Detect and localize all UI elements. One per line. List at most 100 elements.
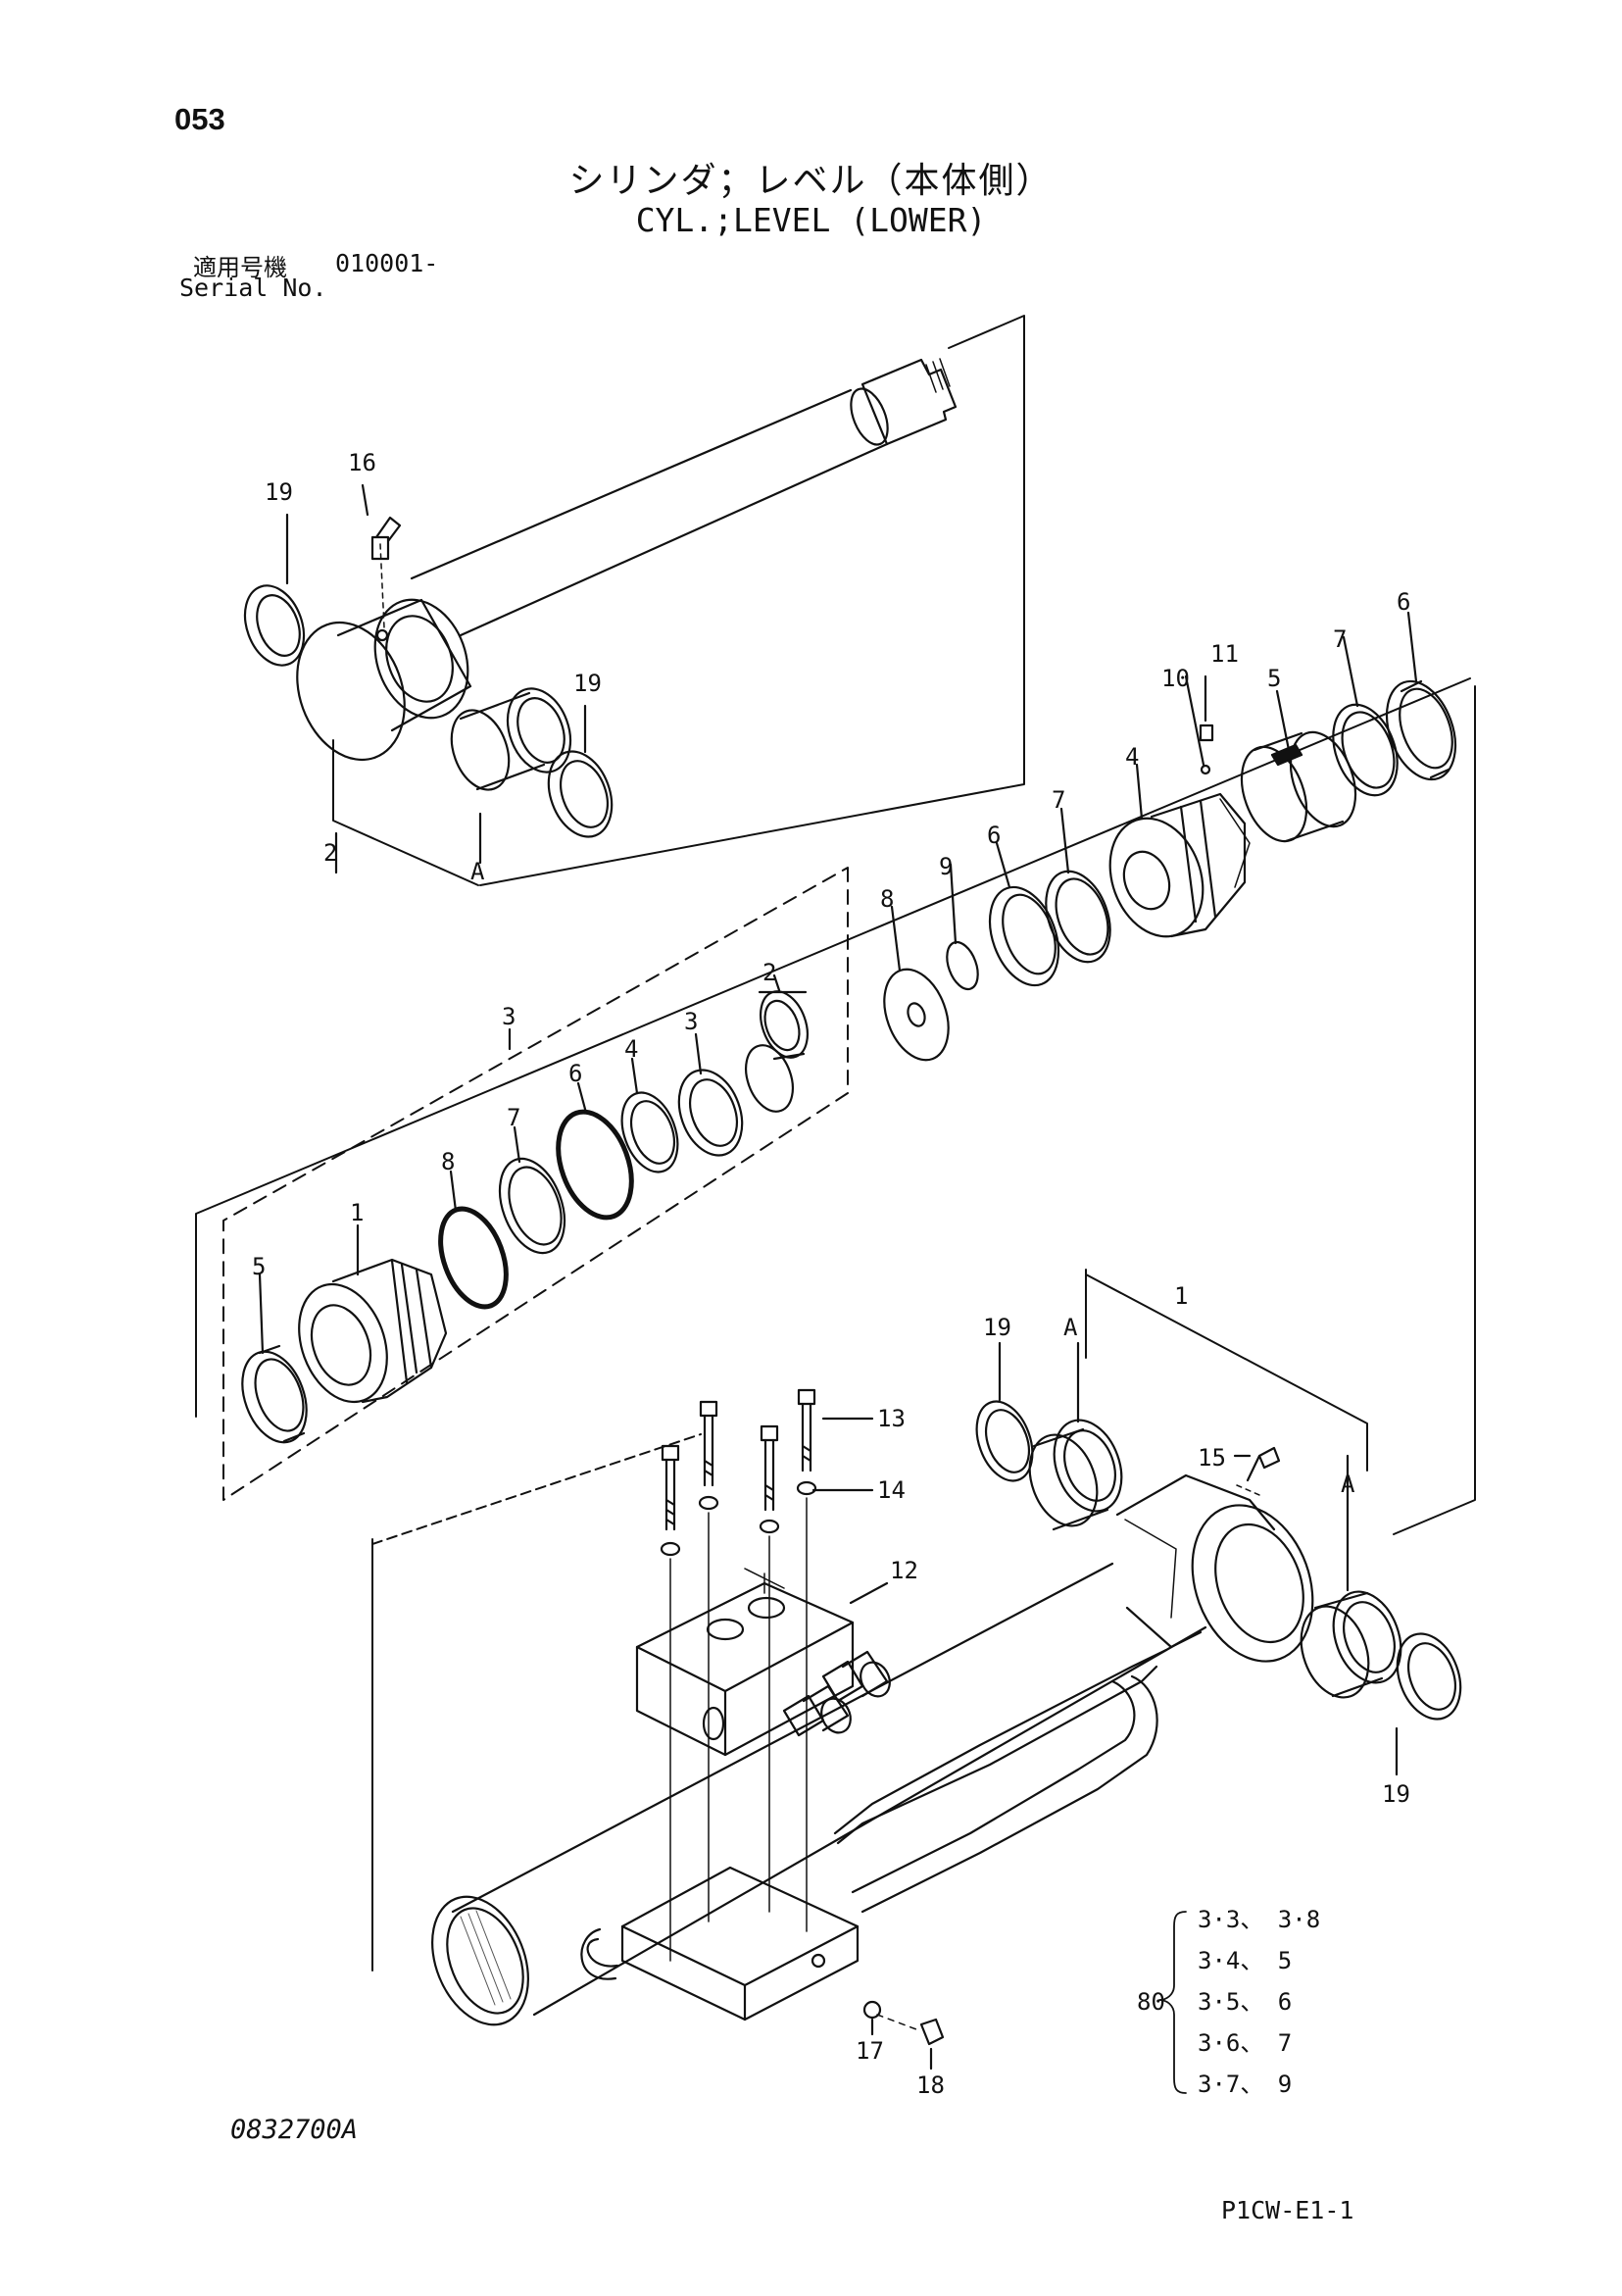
title-english: CYL.;LEVEL (LOWER) [635, 201, 987, 239]
cylinder-tube-assembly [371, 1269, 1462, 2071]
check-ball [862, 2000, 882, 2020]
callout-19-tube-left: 19 [983, 1314, 1011, 1341]
steel-ball [1200, 764, 1211, 775]
callout-1-head: 1 [350, 1199, 364, 1226]
head-group-dashed-frame [222, 867, 849, 1501]
tube-mouth [431, 1895, 529, 2026]
callout-11: 11 [1210, 640, 1239, 668]
rod-group-frame [479, 315, 1025, 886]
callout-8-head: 8 [441, 1148, 455, 1175]
rod-thread-tip [860, 358, 958, 446]
drawing-number: 0832700A [230, 2115, 359, 2145]
callout-A-rod: A [470, 858, 485, 885]
callout-3-head-top: 3 [502, 1003, 516, 1030]
rod-group-leader [332, 739, 479, 886]
dust-seal-left [243, 584, 306, 667]
set-screw [1199, 724, 1214, 742]
cylinder-group-callouts: 19 A 1 13 15 14 A 12 19 17 18 [856, 1282, 1410, 2099]
serial-number-value: 010001- [335, 249, 439, 277]
callout-10: 10 [1161, 665, 1190, 692]
kit-row-1: 3·3、 3·8 [1198, 1906, 1320, 1933]
callout-8-piston: 8 [880, 885, 894, 913]
valve-block [635, 1581, 855, 1757]
title-japanese: シリンダ；レベル（本体側） [568, 161, 1054, 201]
rod-shoulder [850, 387, 889, 446]
tube-bushing-right [1332, 1590, 1402, 1684]
spring-washers [660, 1480, 817, 1557]
rod-body [410, 388, 889, 637]
kit-number: 80 [1137, 1988, 1165, 2016]
wear-ring-right [1332, 703, 1399, 797]
piston [1108, 817, 1204, 938]
rod-group-callouts: 19 16 19 2 A [265, 449, 602, 885]
piston-seal-left [988, 885, 1060, 987]
callout-7-right: 7 [1333, 625, 1347, 653]
callout-19-tube-right: 19 [1382, 1780, 1410, 1808]
serial-label-japanese: 適用号機 [193, 254, 287, 281]
seal-kit-table: 80 3·3、 3·8 3·4、 5 3·5、 6 3·6、 7 3·7、 9 [1137, 1906, 1320, 2098]
callout-19-a: 19 [265, 478, 293, 506]
callout-16: 16 [348, 449, 376, 476]
page-number: 053 [174, 102, 225, 136]
lower-manifold [620, 1866, 860, 2021]
plug [919, 2018, 945, 2046]
callout-19-b: 19 [573, 670, 602, 697]
callout-1-tube: 1 [1174, 1282, 1188, 1310]
callout-5-piston: 5 [1267, 665, 1281, 692]
callout-9: 9 [939, 853, 953, 880]
piston-seal-right [1385, 679, 1457, 781]
callout-18: 18 [916, 2071, 945, 2099]
callout-4-head: 4 [624, 1035, 638, 1063]
tube-seal-left [975, 1400, 1034, 1482]
u-ring [620, 1091, 679, 1173]
callout-12: 12 [890, 1557, 918, 1584]
socket-bolts [661, 1388, 816, 1531]
tube-grease-fitting [1246, 1446, 1281, 1482]
head-bushing [760, 990, 809, 1059]
piston-assembly [195, 611, 1476, 1535]
callout-6-right: 6 [1397, 588, 1410, 616]
sheet-code: P1CW-E1-1 [1221, 2196, 1354, 2224]
serial-label-english: Serial No. [179, 274, 327, 302]
kit-row-2: 3·4、 5 [1198, 1947, 1292, 1974]
dust-seal-right [547, 750, 614, 838]
kit-row-4: 3·6、 7 [1198, 2029, 1292, 2057]
callout-5-head: 5 [252, 1253, 266, 1280]
kit-table-brace [1158, 1911, 1187, 2094]
head-group-callouts: 3 3 4 6 7 8 1 5 [252, 1003, 698, 1280]
callout-3-head: 3 [684, 1008, 698, 1035]
tube-seal-right [1396, 1632, 1462, 1721]
callout-15: 15 [1198, 1444, 1226, 1472]
cylinder-tube [451, 1562, 1207, 2017]
callout-A-tube-top: A [1063, 1314, 1078, 1341]
callout-7-left: 7 [1052, 786, 1065, 814]
rod-cover [298, 1282, 388, 1404]
callout-14: 14 [877, 1476, 906, 1504]
callout-17: 17 [856, 2037, 884, 2065]
buffer-ring [677, 1069, 744, 1157]
tube-eye [1191, 1504, 1314, 1663]
tube-bushing-left [1053, 1419, 1123, 1513]
callout-A-tube-right: A [1341, 1471, 1355, 1498]
callout-2-rod: 2 [323, 839, 337, 867]
o-ring [946, 940, 979, 991]
piston-group-callouts: 11 10 5 7 6 4 7 6 9 8 2 [762, 588, 1410, 986]
cylinder-head-assembly [222, 867, 849, 1501]
callout-6-left: 6 [987, 822, 1001, 849]
backup-ring [498, 1157, 566, 1255]
bushing [506, 687, 572, 774]
kit-row-3: 3·5、 6 [1198, 1988, 1292, 2016]
callout-7-head: 7 [507, 1104, 520, 1131]
pipe-line [833, 1648, 1168, 1845]
callout-13: 13 [877, 1405, 906, 1432]
rod-eye [296, 621, 406, 762]
piston-group-frame [1393, 685, 1476, 1535]
dust-wiper [241, 1350, 308, 1444]
callout-2-head: 2 [762, 959, 776, 986]
kit-row-5: 3·7、 9 [1198, 2071, 1292, 2098]
backup-washer [883, 968, 950, 1062]
callout-4-piston: 4 [1125, 743, 1139, 771]
o-ring-thick [556, 1109, 634, 1221]
piston-rod-assembly [243, 315, 1025, 886]
